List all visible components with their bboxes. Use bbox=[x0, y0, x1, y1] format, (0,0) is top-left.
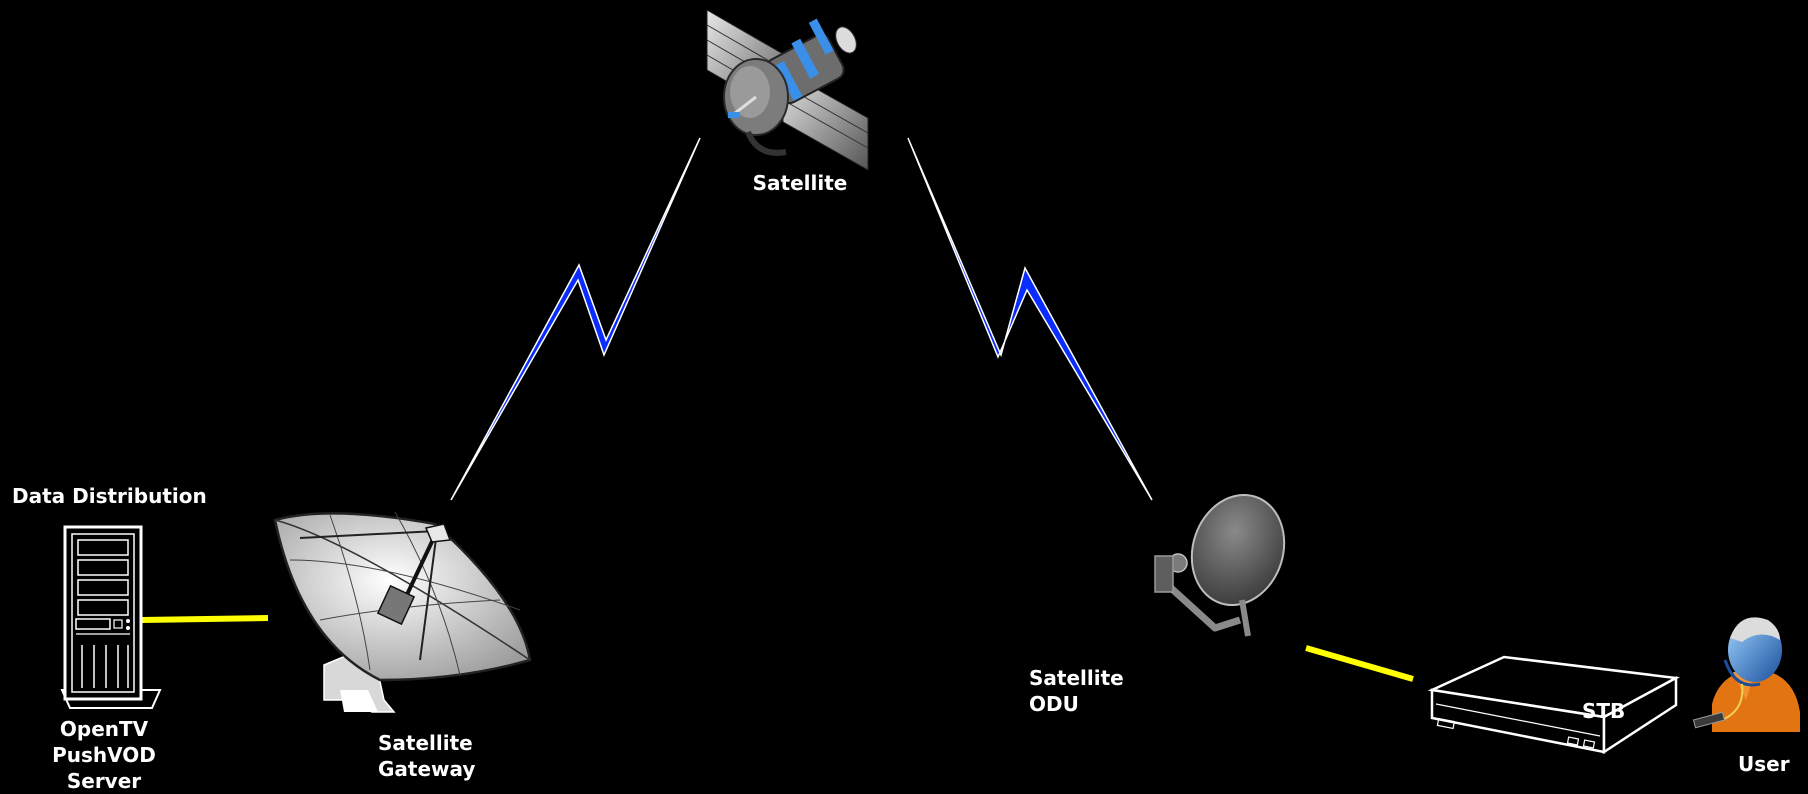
satellite-icon bbox=[706, 9, 869, 171]
server-label-line3: Server bbox=[66, 769, 142, 793]
odu-label: Satellite ODU bbox=[1029, 665, 1124, 717]
satellite-label: Satellite bbox=[752, 171, 848, 195]
server-label-line1: OpenTV bbox=[59, 717, 149, 741]
server-tower-icon bbox=[60, 525, 162, 709]
stb-label: STB bbox=[1582, 699, 1626, 723]
uplink-lightning-bolt bbox=[450, 137, 701, 501]
downlink-lightning-bolt bbox=[907, 137, 1153, 501]
odu-stb-link bbox=[1305, 645, 1414, 682]
gateway-label-line2: Gateway bbox=[378, 757, 476, 781]
server-label-line2: PushVOD bbox=[52, 743, 156, 767]
user-label: User bbox=[1738, 752, 1790, 776]
user-person-icon bbox=[1692, 617, 1800, 732]
data-distribution-label: Data Distribution bbox=[12, 484, 207, 508]
odu-label-line2: ODU bbox=[1029, 692, 1079, 716]
gateway-label-line1: Satellite bbox=[378, 731, 473, 755]
odu-label-line1: Satellite bbox=[1029, 666, 1124, 690]
odu-dish-icon bbox=[1154, 493, 1286, 637]
set-top-box-icon bbox=[1427, 655, 1681, 755]
gateway-dish-icon bbox=[273, 511, 532, 713]
server-label: OpenTV PushVOD Server bbox=[30, 716, 178, 794]
server-gateway-link bbox=[141, 615, 269, 623]
gateway-label: Satellite Gateway bbox=[378, 730, 475, 782]
